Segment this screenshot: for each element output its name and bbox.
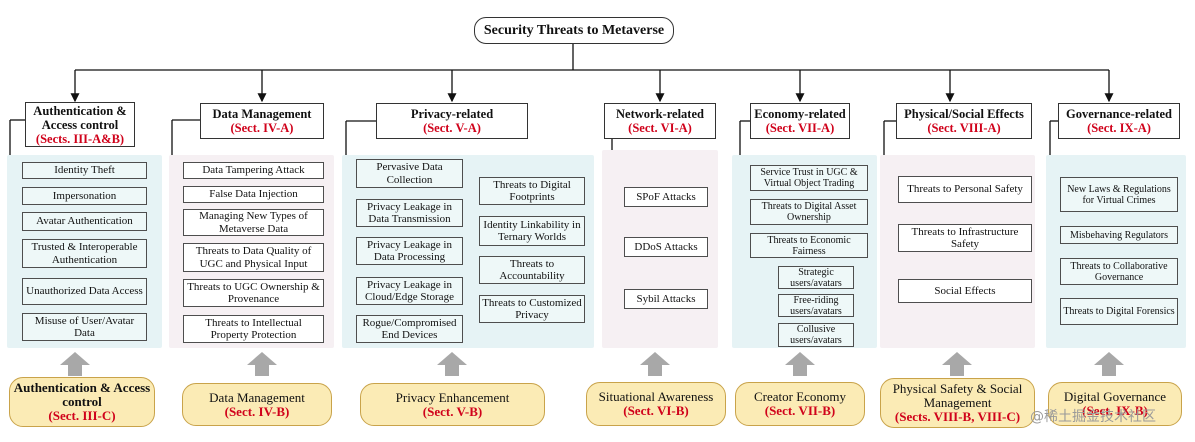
threat-node: Service Trust in UGC & Virtual Object Tr… xyxy=(750,165,868,191)
threat-node: Rogue/Compromised End Devices xyxy=(356,315,463,343)
header-title: Privacy-related xyxy=(410,107,494,121)
solution-data-management: Data Management (Sect. IV-B) xyxy=(182,383,332,426)
threat-node: Threats to Infrastructure Safety xyxy=(898,224,1032,252)
threat-node: Threats to Economic Fairness xyxy=(750,233,868,258)
up-arrow-4 xyxy=(640,352,670,376)
solution-section: (Sects. VIII-B, VIII-C) xyxy=(894,409,1021,424)
solution-physical-social: Physical Safety & Social Management (Sec… xyxy=(880,378,1035,428)
threat-subnode: Collusive users/avatars xyxy=(778,323,854,347)
solution-section: (Sect. VI-B) xyxy=(623,403,689,418)
header-privacy: Privacy-related (Sect. V-A) xyxy=(376,103,528,139)
up-arrow-3 xyxy=(437,352,467,376)
solution-title: Physical Safety & Social Management xyxy=(892,381,1023,410)
threat-node: Privacy Leakage in Data Processing xyxy=(356,237,463,265)
header-title: Economy-related xyxy=(754,107,846,121)
header-section: (Sect. IX-A) xyxy=(1087,121,1151,135)
header-data-management: Data Management (Sect. IV-A) xyxy=(200,103,324,139)
threat-node: Avatar Authentication xyxy=(22,212,147,231)
solution-network: Situational Awareness (Sect. VI-B) xyxy=(586,382,726,426)
header-network: Network-related (Sect. VI-A) xyxy=(604,103,716,139)
threat-node: Identity Linkability in Ternary Worlds xyxy=(479,216,585,246)
up-arrow-6 xyxy=(942,352,972,376)
threat-node: Privacy Leakage in Data Transmission xyxy=(356,199,463,227)
solution-section: (Sect. IV-B) xyxy=(224,403,290,419)
header-section: (Sect. IV-A) xyxy=(230,121,294,135)
solution-title: Authentication & Access control xyxy=(13,380,151,409)
threat-node: Threats to Data Quality of UGC and Physi… xyxy=(183,243,324,272)
solution-section: (Sect. IX-B) xyxy=(1082,403,1148,418)
threat-node: Pervasive Data Collection xyxy=(356,159,463,188)
header-authentication: Authentication & Access control (Sects. … xyxy=(25,102,135,147)
up-arrow-1 xyxy=(60,352,90,376)
threat-node: Data Tampering Attack xyxy=(183,162,324,179)
solution-section: (Sect. V-B) xyxy=(422,403,483,419)
header-section: (Sect. VIII-A) xyxy=(927,121,1001,135)
header-title: Network-related xyxy=(616,107,704,121)
header-physical-social: Physical/Social Effects (Sect. VIII-A) xyxy=(896,103,1032,139)
threat-node: Managing New Types of Metaverse Data xyxy=(183,209,324,236)
root-node: Security Threats to Metaverse xyxy=(474,17,674,44)
header-title: Authentication & Access control xyxy=(33,103,127,132)
up-arrow-5 xyxy=(785,352,815,376)
threat-node: False Data Injection xyxy=(183,186,324,203)
header-governance: Governance-related (Sect. IX-A) xyxy=(1058,103,1180,139)
header-section: (Sect. VII-A) xyxy=(765,121,835,135)
header-section: (Sects. III-A&B) xyxy=(35,131,125,146)
solution-economy: Creator Economy (Sect. VII-B) xyxy=(735,382,865,426)
threat-node: Privacy Leakage in Cloud/Edge Storage xyxy=(356,277,463,305)
threat-subnode: Free-riding users/avatars xyxy=(778,294,854,317)
solution-title: Privacy Enhancement xyxy=(395,389,510,405)
watermark-text: @稀土掘金技术社区 xyxy=(1030,409,1156,425)
threat-subnode: Strategic users/avatars xyxy=(778,266,854,289)
solution-title: Creator Economy xyxy=(753,389,847,404)
threat-node: Threats to Digital Asset Ownership xyxy=(750,199,868,225)
threat-node: Threats to Digital Footprints xyxy=(479,177,585,205)
threat-node: SPoF Attacks xyxy=(624,187,708,207)
threat-node: Unauthorized Data Access xyxy=(22,278,147,305)
solution-authentication: Authentication & Access control (Sect. I… xyxy=(9,377,155,427)
threat-node: Misbehaving Regulators xyxy=(1060,226,1178,244)
threat-node: New Laws & Regulations for Virtual Crime… xyxy=(1060,177,1178,212)
header-economy: Economy-related (Sect. VII-A) xyxy=(750,103,850,139)
threat-node: DDoS Attacks xyxy=(624,237,708,257)
threat-node: Social Effects xyxy=(898,279,1032,303)
solution-section: (Sect. VII-B) xyxy=(764,403,836,418)
threat-node: Impersonation xyxy=(22,187,147,205)
threat-node: Trusted & Interoperable Authentication xyxy=(22,239,147,268)
threat-node: Threats to Accountability xyxy=(479,256,585,284)
solution-title: Data Management xyxy=(209,389,305,405)
solution-privacy: Privacy Enhancement (Sect. V-B) xyxy=(360,383,545,426)
threat-node: Identity Theft xyxy=(22,162,147,179)
header-section: (Sect. VI-A) xyxy=(628,121,692,135)
solution-title: Situational Awareness xyxy=(598,389,714,404)
header-title: Physical/Social Effects xyxy=(904,107,1024,121)
threat-node: Misuse of User/Avatar Data xyxy=(22,313,147,341)
threat-node: Threats to Collaborative Governance xyxy=(1060,258,1178,285)
threat-node: Threats to Digital Forensics xyxy=(1060,298,1178,325)
threat-node: Threats to Customized Privacy xyxy=(479,295,585,323)
up-arrow-2 xyxy=(247,352,277,376)
solution-section: (Sect. III-C) xyxy=(48,408,116,423)
threat-node: Threats to UGC Ownership & Provenance xyxy=(183,279,324,307)
threat-node: Threats to Personal Safety xyxy=(898,176,1032,203)
root-label: Security Threats to Metaverse xyxy=(483,22,665,38)
threat-node: Sybil Attacks xyxy=(624,289,708,309)
header-title: Data Management xyxy=(212,107,312,121)
up-arrow-7 xyxy=(1094,352,1124,376)
solution-title: Digital Governance xyxy=(1063,389,1167,404)
threat-node: Threats to Intellectual Property Protect… xyxy=(183,315,324,343)
header-title: Governance-related xyxy=(1066,107,1172,121)
solution-governance: Digital Governance (Sect. IX-B) xyxy=(1048,382,1182,426)
header-section: (Sect. V-A) xyxy=(423,121,481,135)
